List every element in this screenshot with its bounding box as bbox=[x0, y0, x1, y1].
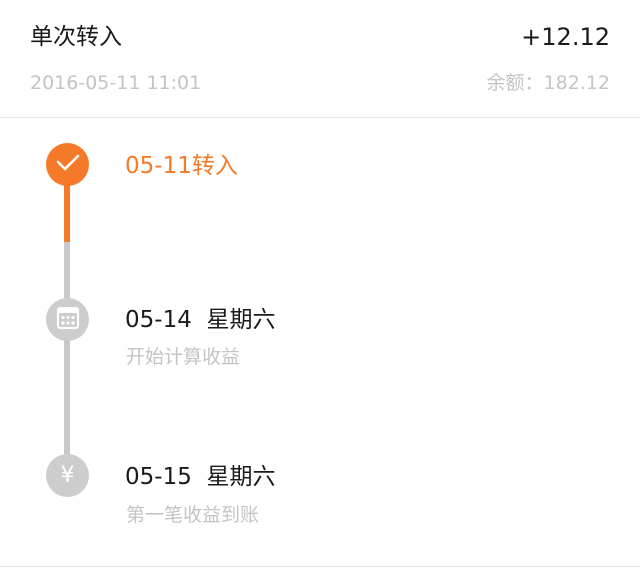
transaction-header: 单次转入 +12.12 2016-05-11 11:01 余额：182.12 bbox=[0, 0, 640, 118]
timeline-progress-done bbox=[64, 180, 70, 242]
yen-icon: ¥ bbox=[60, 462, 75, 488]
balance-label: 余额：182.12 bbox=[486, 72, 610, 94]
timeline-node-pending: ¥ bbox=[46, 454, 89, 497]
timeline-node-pending bbox=[46, 298, 89, 341]
calendar-icon bbox=[56, 306, 79, 333]
timeline-step-3-title: 05-15 星期六 bbox=[125, 464, 276, 490]
check-icon bbox=[55, 153, 81, 177]
transaction-datetime: 2016-05-11 11:01 bbox=[30, 72, 202, 94]
timeline-node-done bbox=[46, 143, 89, 186]
transaction-amount: +12.12 bbox=[521, 23, 610, 51]
divider bbox=[0, 566, 640, 567]
timeline-progress-pending bbox=[64, 242, 70, 474]
timeline-step-3-subtitle: 第一笔收益到账 bbox=[126, 504, 260, 526]
transaction-title: 单次转入 bbox=[30, 24, 122, 50]
timeline-step-1-title: 05-11转入 bbox=[125, 153, 238, 179]
timeline-step-2-subtitle: 开始计算收益 bbox=[126, 346, 241, 368]
timeline-step-2-title: 05-14 星期六 bbox=[125, 307, 276, 333]
